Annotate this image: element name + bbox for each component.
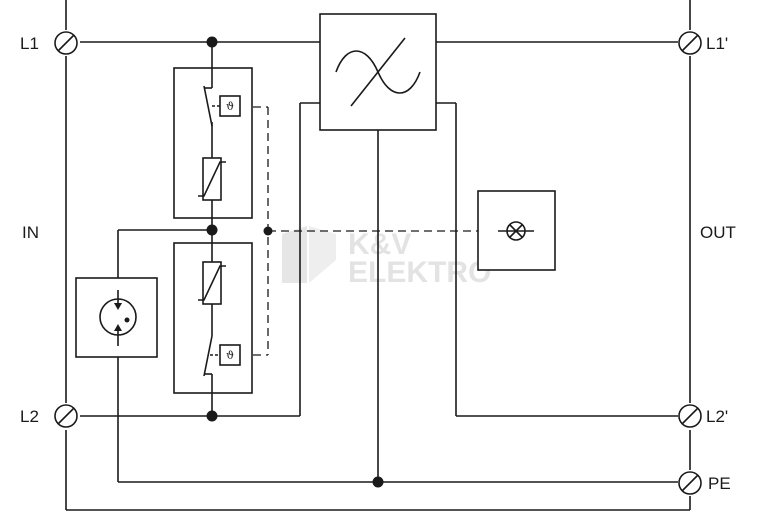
gas-discharge-tube <box>75 277 158 358</box>
thermal-sensor-upper-label: ϑ <box>226 100 234 113</box>
sine-wave-icon <box>335 37 421 107</box>
varistor-module-upper: ϑ <box>173 67 253 219</box>
lamp-icon <box>506 221 526 241</box>
watermark-logo-icon <box>282 226 336 283</box>
label-out: OUT <box>700 223 736 242</box>
label-l1-out: L1' <box>706 34 728 53</box>
signal-lamp-module <box>477 190 556 271</box>
terminal-l1 <box>54 31 78 55</box>
varistor-module-lower: ϑ <box>173 242 253 394</box>
label-l2: L2 <box>20 407 39 426</box>
terminal-pe <box>678 471 702 495</box>
label-in: IN <box>22 223 39 242</box>
terminal-l2-out <box>678 404 702 428</box>
enclosure-frame <box>65 0 691 511</box>
terminal-l1-out <box>678 31 702 55</box>
thermal-signal-line <box>240 106 478 356</box>
label-l1: L1 <box>20 34 39 53</box>
wiring <box>80 41 678 483</box>
watermark-line2: ELEKTRO <box>348 256 491 289</box>
label-pe: PE <box>708 474 731 493</box>
gdt-dot-icon <box>124 317 130 323</box>
watermark: K&V ELEKTRO <box>282 226 491 289</box>
watermark-line1: K&V <box>348 228 411 261</box>
thermal-sensor-lower-label: ϑ <box>226 349 234 362</box>
terminal-l2 <box>54 404 78 428</box>
filter-block <box>319 13 437 131</box>
junctions <box>206 36 384 488</box>
label-l2-out: L2' <box>706 407 728 426</box>
